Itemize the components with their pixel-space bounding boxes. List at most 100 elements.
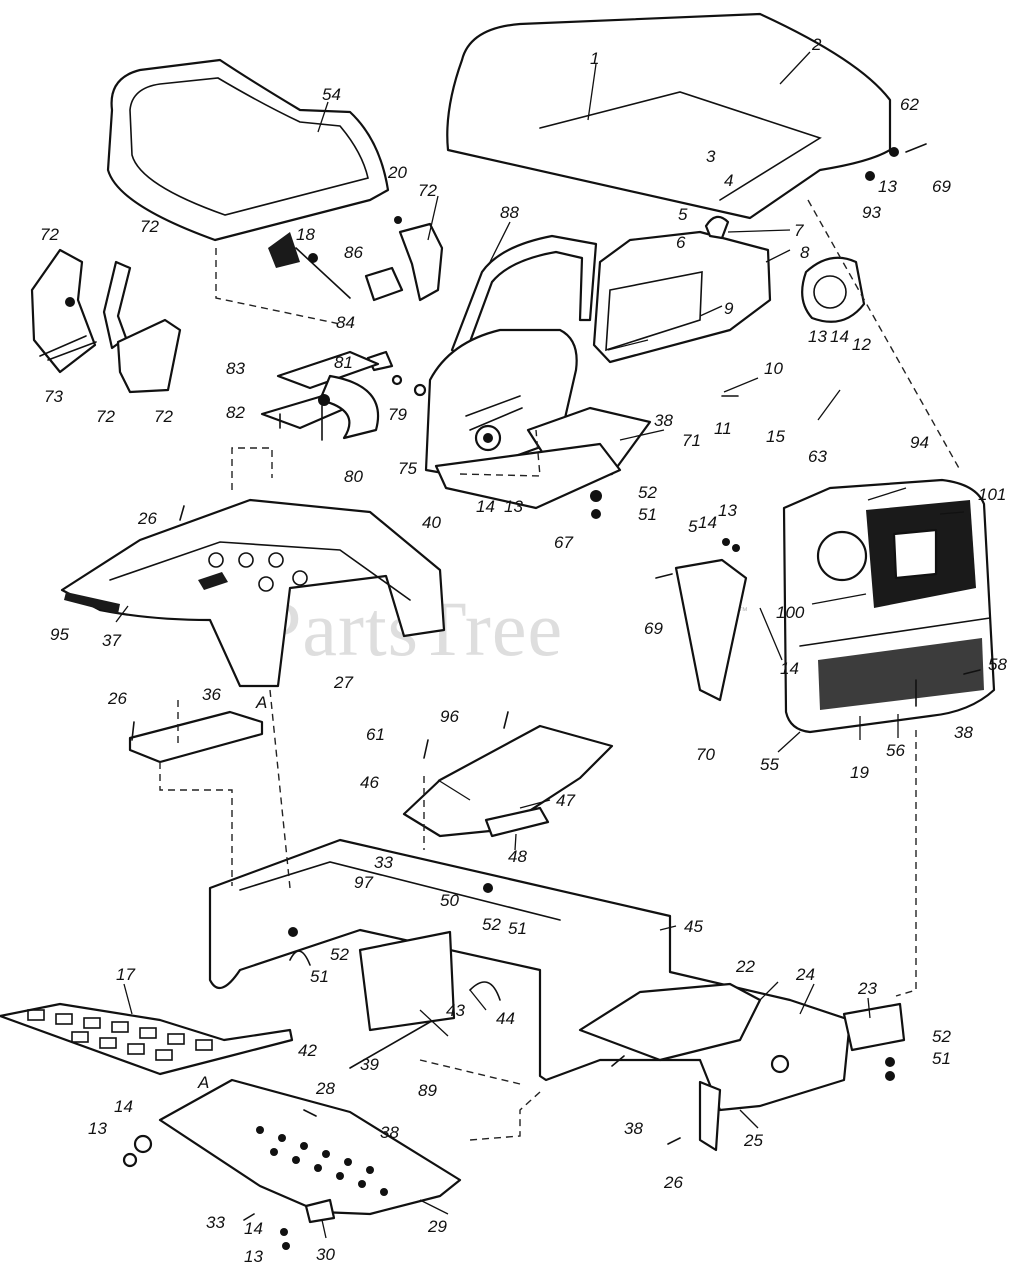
callout-39: 39 [360,1055,379,1074]
hardware [122,143,981,1250]
callout-51: 51 [932,1049,951,1068]
callout-71: 71 [682,431,701,450]
callout-30: 30 [316,1245,335,1264]
part-headlight[interactable] [801,256,866,323]
callout-47: 47 [556,791,575,810]
callout-23: 23 [857,979,877,998]
callout-7: 7 [794,221,804,240]
callout-5: 5 [688,517,698,536]
callout-5: 5 [678,205,688,224]
callout-24: 24 [795,965,815,984]
part-side-panel-70[interactable] [674,558,748,702]
callout-55: 55 [760,755,779,774]
callout-95: 95 [50,625,69,644]
callout-89: 89 [418,1081,437,1100]
callout-38: 38 [654,411,673,430]
part-switch-84[interactable] [366,350,427,397]
callout-51: 51 [638,505,657,524]
part-dash-frame[interactable] [450,234,598,360]
part-pedal-linkage[interactable] [30,248,182,394]
callout-14: 14 [698,513,717,532]
callout-83: 83 [226,359,245,378]
callout-100: 100 [776,603,805,622]
callout-81: 81 [334,353,353,372]
callout-14: 14 [830,327,849,346]
callout-94: 94 [910,433,929,452]
callout-13: 13 [878,177,897,196]
callout-52: 52 [638,483,657,502]
callout-12: 12 [852,335,871,354]
watermark-trademark: ™ [738,606,748,617]
callout-6: 6 [676,233,686,252]
callout-38: 38 [954,723,973,742]
callout-29: 29 [427,1217,447,1236]
part-foot-mat[interactable] [0,1002,294,1076]
callout-69: 69 [644,619,663,638]
callout-33: 33 [374,853,393,872]
callout-86: 86 [344,243,363,262]
callout-38: 38 [380,1123,399,1142]
part-switch-86[interactable] [364,266,404,302]
part-fuel-tank[interactable] [592,215,772,364]
callout-14: 14 [114,1097,133,1116]
part-seat-bracket[interactable] [260,350,380,441]
callout-A: A [255,693,267,712]
part-fender[interactable] [60,498,446,688]
callout-54: 54 [322,85,341,104]
callout-69: 69 [932,177,951,196]
callout-14: 14 [780,659,799,678]
callout-13: 13 [504,497,523,516]
callout-97: 97 [354,873,373,892]
callout-27: 27 [333,673,353,692]
callout-18: 18 [296,225,315,244]
callout-11: 11 [714,419,732,438]
part-hood[interactable] [446,12,892,220]
callout-10: 10 [764,359,783,378]
callout-73: 73 [44,387,63,406]
callout-72: 72 [140,217,159,236]
part-seat[interactable] [106,58,390,242]
callout-72: 72 [154,407,173,426]
part-dash-panel[interactable] [424,328,652,510]
part-bracket-72-top[interactable] [394,216,444,302]
callout-72: 72 [96,407,115,426]
callout-22: 22 [735,957,755,976]
callout-3: 3 [706,147,716,166]
callout-45: 45 [684,917,703,936]
callout-25: 25 [743,1131,763,1150]
callout-20: 20 [387,163,407,182]
callout-101: 101 [978,485,1006,504]
callout-72: 72 [40,225,59,244]
part-grille-housing[interactable] [782,478,996,734]
callout-19: 19 [850,763,869,782]
part-plate-46[interactable] [402,724,614,838]
callout-1: 1 [590,49,599,68]
callout-52: 52 [932,1027,951,1046]
callout-13: 13 [718,501,737,520]
callout-42: 42 [298,1041,317,1060]
callout-58: 58 [988,655,1007,674]
callout-51: 51 [508,919,527,938]
callout-93: 93 [862,203,881,222]
part-ignition-key[interactable] [268,232,351,299]
callout-28: 28 [315,1079,335,1098]
callout-14: 14 [244,1219,263,1238]
callout-50: 50 [440,891,459,910]
callout-labels: 1 2 54 62 3 4 13 69 93 5 6 7 88 8 9 20 7… [40,35,1007,1266]
leader-lines [115,51,965,1239]
part-frame[interactable] [208,838,906,1152]
callout-52: 52 [482,915,501,934]
callout-48: 48 [508,847,527,866]
callout-63: 63 [808,447,827,466]
part-bracket-36[interactable] [128,710,264,764]
callout-13: 13 [88,1119,107,1138]
callout-43: 43 [446,1001,465,1020]
callout-79: 79 [388,405,407,424]
callout-36: 36 [202,685,221,704]
callout-56: 56 [886,741,905,760]
callout-2: 2 [811,35,822,54]
part-footboard[interactable] [158,1078,462,1224]
callout-9: 9 [724,299,734,318]
callout-96: 96 [440,707,459,726]
